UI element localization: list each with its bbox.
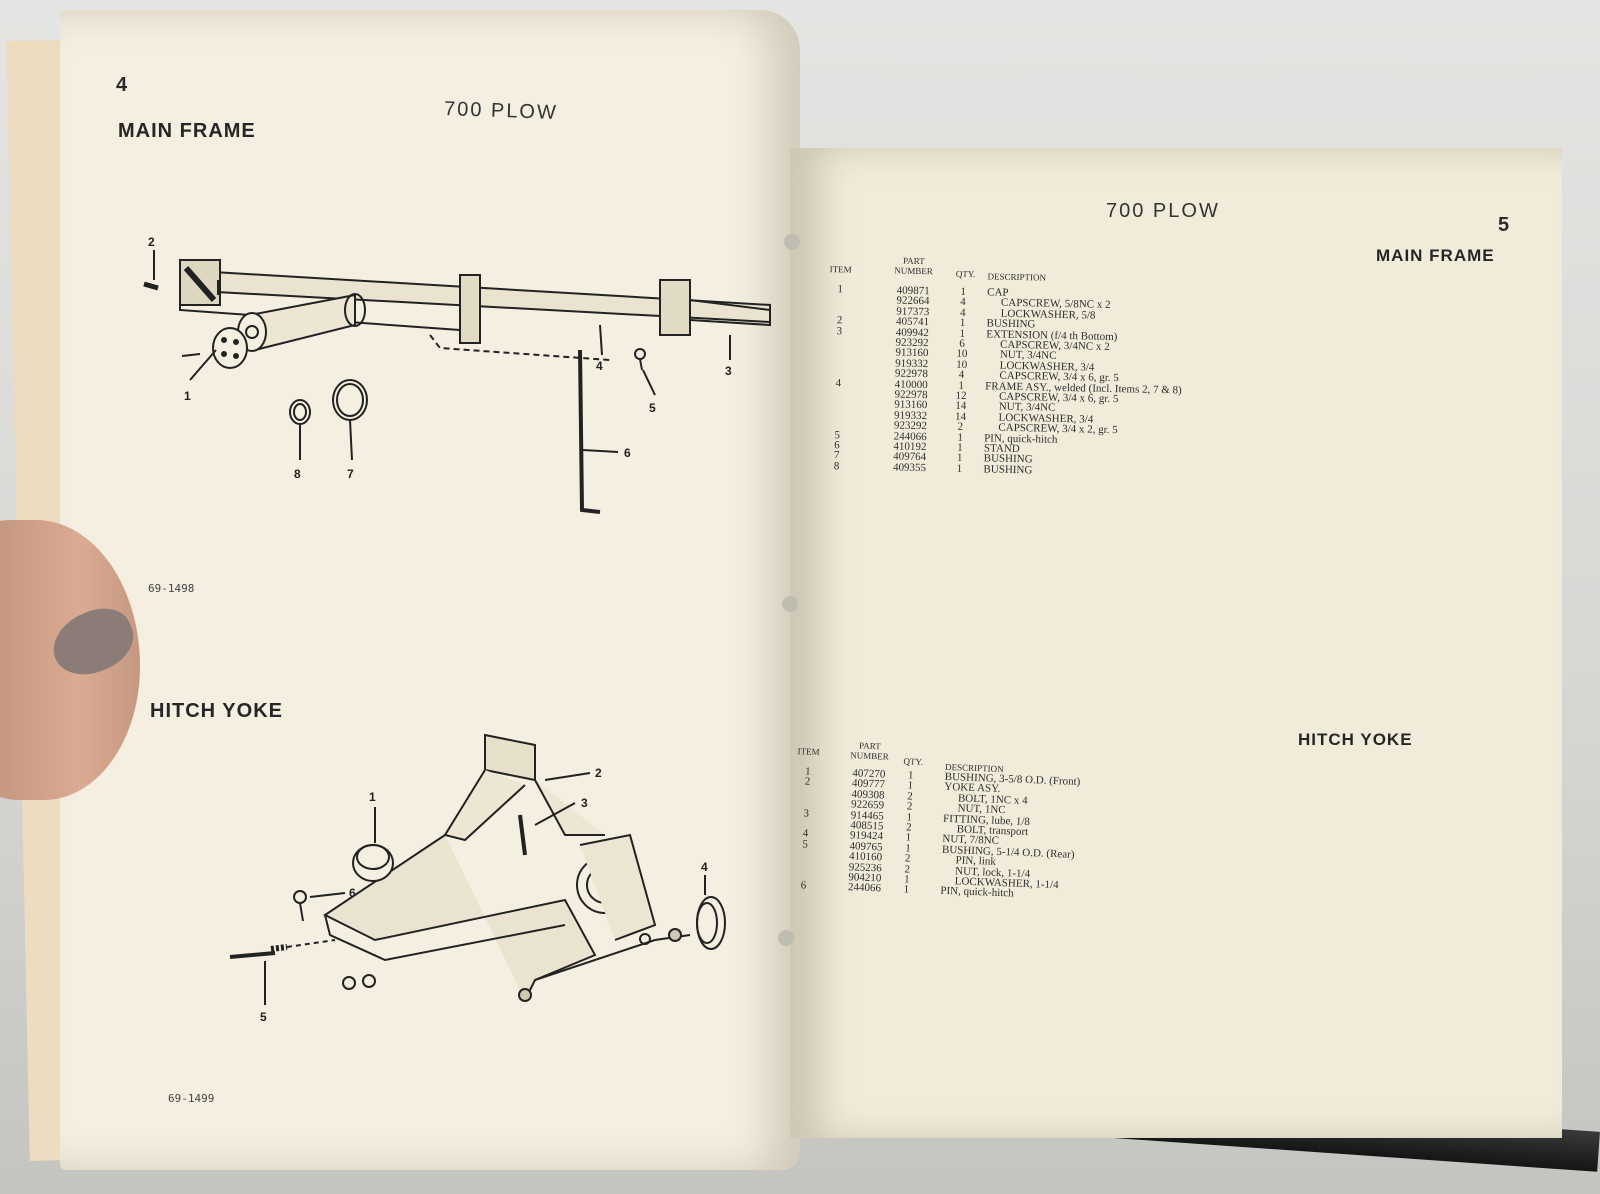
col-header-item: ITEM [829,264,852,275]
callout-hy-1: 1 [369,790,376,804]
item-cell [824,367,854,368]
binder-hole [782,596,798,612]
main-frame-fig-code: 69-1498 [148,582,195,595]
item-cell [824,346,854,347]
left-page: 4 700 PLOW MAIN FRAME [60,10,800,1170]
running-head-right: 700 PLOW [1106,200,1220,222]
item-cell: 2 [804,775,811,789]
item-cell [824,357,854,358]
item-cell: 8 [833,460,840,473]
main-frame-parts-title: MAIN FRAME [1376,246,1495,265]
right-page: 700 PLOW 5 MAIN FRAME ITEM PART NUMBER Q… [778,148,1562,1138]
item-cell [789,870,819,871]
part-number-cell: 244066 [847,881,882,895]
item-cell [825,305,855,306]
hitch-yoke-diagram: 1 2 3 6 5 4 [229,733,726,1024]
item-cell [823,398,853,399]
col-header-qty: QTY. [903,756,924,767]
col-header-part-number: PART NUMBER [850,740,889,762]
main-frame-diagram: 2 1 8 7 4 5 6 3 [143,235,771,514]
binder-hole [778,930,794,946]
item-cell: 3 [836,324,843,337]
col-header-item: ITEM [797,746,820,757]
callout-hy-3: 3 [581,796,588,810]
callout-hy-4: 4 [701,860,708,874]
item-cell: 6 [800,879,807,892]
main-frame-title: MAIN FRAME [118,120,256,142]
item-cell [792,797,822,798]
hitch-yoke-fig-code: 69-1499 [168,1092,215,1105]
page-number-left: 4 [116,74,128,96]
callout-hy-2: 2 [595,766,602,780]
hitch-yoke-title: HITCH YOKE [150,700,283,722]
hitch-yoke-parts-title: HITCH YOKE [1298,730,1413,749]
item-cell: 4 [835,376,842,389]
callout-mf-1: 1 [184,389,191,403]
page-number-right: 5 [1498,214,1510,236]
col-header-qty: QTY. [955,268,976,280]
callout-mf-5: 5 [649,401,656,415]
item-cell [789,860,819,861]
callout-mf-6: 6 [624,446,631,460]
item-cell: 1 [837,283,844,296]
qty-cell: 1 [903,883,910,896]
binder-hole [784,234,800,250]
qty-cell: 1 [956,462,963,475]
description-cell: BUSHING [983,463,1033,477]
callout-mf-2: 2 [148,235,155,249]
part-number-cell: 409355 [892,461,927,474]
item-cell: 5 [802,838,809,851]
running-head-left: 700 PLOW [443,98,559,124]
callout-mf-7: 7 [347,467,354,481]
callout-hy-6: 6 [349,886,356,900]
item-cell: 3 [803,807,810,820]
callout-mf-3: 3 [725,364,732,378]
col-header-part-number: PART NUMBER [894,255,933,277]
callout-mf-4: 4 [596,359,603,373]
col-header-description: DESCRIPTION [987,271,1047,283]
item-cell [823,409,853,410]
callout-mf-8: 8 [294,467,301,481]
description-cell: PIN, quick-hitch [940,885,1014,900]
item-cell [822,419,852,420]
callout-hy-5: 5 [260,1010,267,1024]
